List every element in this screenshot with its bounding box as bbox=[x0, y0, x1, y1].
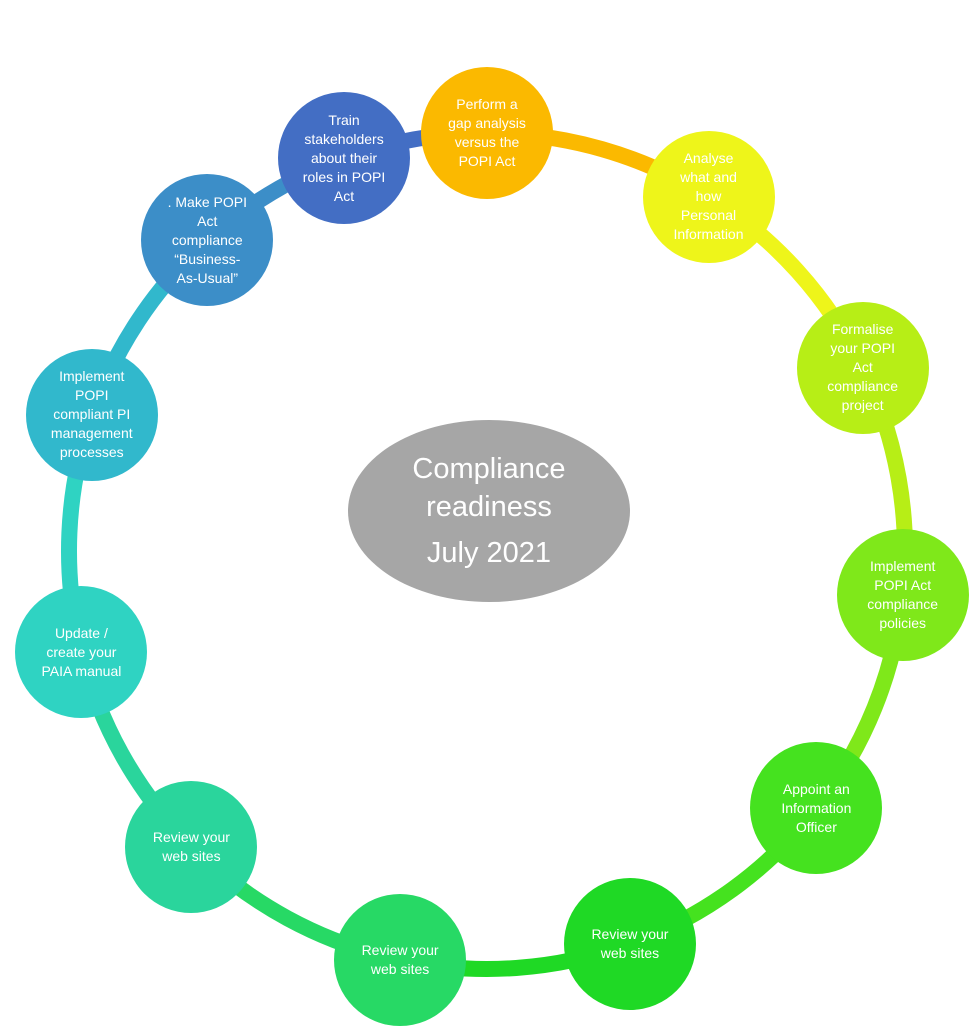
step-label: Review your web sites bbox=[152, 828, 230, 864]
step-label: Implement POPI Act compliance policies bbox=[867, 557, 939, 631]
step-node: Implement POPI compliant PI management p… bbox=[25, 348, 158, 481]
step-label: Perform a gap analysis versus the POPI A… bbox=[448, 96, 526, 169]
step-label: . Make POPI Act compliance “Business- As… bbox=[167, 193, 247, 286]
step-node: . Make POPI Act compliance “Business- As… bbox=[141, 174, 274, 307]
step-label: Train stakeholders about their roles in … bbox=[302, 111, 386, 204]
step-label: Implement POPI compliant PI management p… bbox=[50, 368, 133, 461]
step-label: Formalise your POPI Act compliance proje… bbox=[827, 321, 899, 414]
center-date: July 2021 bbox=[426, 537, 552, 569]
step-label: Update / create your PAIA manual bbox=[41, 624, 122, 679]
step-node: Review your web sites bbox=[334, 893, 467, 1026]
step-node: Perform a gap analysis versus the POPI A… bbox=[421, 67, 553, 199]
step-node: Analyse what and how Personal Informatio… bbox=[642, 130, 775, 263]
center-title: Compliance readiness bbox=[412, 453, 566, 523]
step-label: Review your web sites bbox=[361, 941, 439, 977]
step-label: Analyse what and how Personal Informatio… bbox=[673, 150, 744, 243]
step-node: Review your web sites bbox=[563, 877, 696, 1010]
step-label: Appoint an Information Officer bbox=[781, 780, 852, 835]
step-node: Formalise your POPI Act compliance proje… bbox=[796, 301, 929, 434]
step-node: Appoint an Information Officer bbox=[750, 742, 883, 875]
step-node: Implement POPI Act compliance policies bbox=[836, 528, 969, 661]
step-node: Update / create your PAIA manual bbox=[15, 586, 148, 719]
step-node: Review your web sites bbox=[125, 780, 258, 913]
step-label: Review your web sites bbox=[591, 925, 669, 961]
center-ellipse: Compliance readiness July 2021 bbox=[348, 420, 630, 602]
step-node: Train stakeholders about their roles in … bbox=[278, 92, 411, 225]
